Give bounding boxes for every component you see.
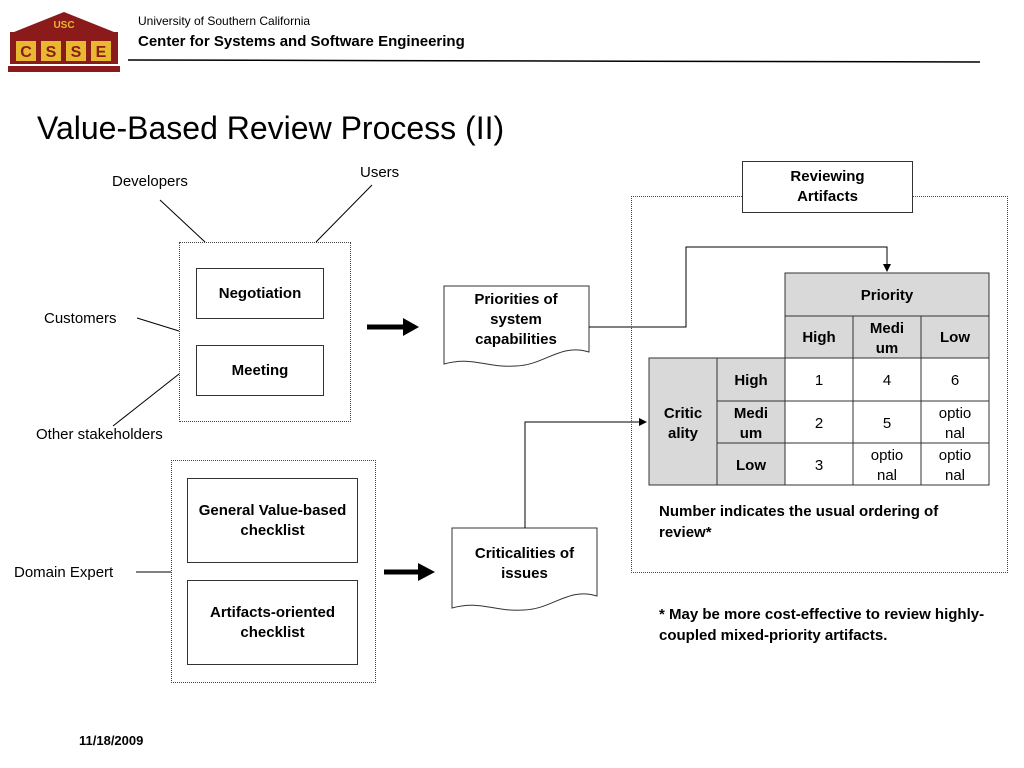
priority-header-text: Priority: [861, 287, 914, 304]
priorities-text: Priorities of system capabilities: [474, 291, 558, 348]
matrix-cell-1-2: [852, 357, 922, 402]
matrix-value-2-3-a: optio: [939, 405, 972, 422]
priority-col-medium-text-b: um: [876, 340, 899, 357]
negotiation-box: Negotiation: [196, 268, 324, 319]
matrix-value-2-2: 5: [883, 415, 891, 432]
stakeholder-activities-group: [179, 242, 351, 422]
other-stakeholders-line: [112, 373, 180, 427]
slide-date: 11/18/2009: [79, 733, 144, 748]
criticality-row-low-text: Low: [736, 457, 766, 474]
criticalities-connector: [524, 418, 647, 528]
matrix-cell-2-2: [852, 400, 922, 444]
logo-usc-text: USC: [53, 20, 74, 31]
university-name: University of Southern California: [138, 14, 311, 28]
reviewing-artifacts-box: Reviewing Artifacts: [742, 161, 913, 213]
matrix-value-1-1: 1: [815, 372, 823, 389]
slide-title: Value-Based Review Process (II): [37, 110, 505, 146]
matrix-cell-2-1: [784, 400, 854, 444]
matrix-cell-3-3: [920, 442, 990, 486]
arrow-head-criticalities: [418, 563, 435, 581]
footnote: * May be more cost-effective to review h…: [659, 606, 985, 644]
customers-line: [136, 317, 180, 332]
center-name: Center for Systems and Software Engineer…: [138, 33, 465, 50]
matrix-value-2-1: 2: [815, 415, 823, 432]
header-divider: [127, 59, 981, 63]
priorities-document: [443, 285, 590, 367]
other-stakeholders-label: Other stakeholders: [36, 426, 163, 443]
domain-expert-label: Domain Expert: [14, 564, 114, 581]
general-checklist-box: General Value-based checklist: [187, 478, 358, 563]
priority-col-medium-text-a: Medi: [870, 320, 904, 337]
logo-letter-1: C: [20, 44, 32, 61]
criticality-row-medium-text-b: um: [740, 425, 763, 442]
priorities-connector: [589, 246, 891, 328]
developers-line: [159, 199, 206, 243]
csse-logo: USC C S S E: [8, 12, 120, 72]
priority-col-medium-cell: [852, 315, 922, 359]
arrow-head-priorities: [403, 318, 419, 336]
logo-letter-2: S: [46, 44, 57, 61]
matrix-value-3-2-b: nal: [877, 467, 897, 484]
criticalities-text: Criticalities of issues: [474, 545, 575, 582]
users-line: [315, 184, 373, 243]
matrix-value-3-2-a: optio: [871, 447, 904, 464]
matrix-cell-2-3: [920, 400, 990, 444]
criticality-header-text-a: Critic: [664, 405, 702, 422]
matrix-cell-1-3: [920, 357, 990, 402]
matrix-cell-3-2: [852, 442, 922, 486]
matrix-value-2-3-b: nal: [945, 425, 965, 442]
logo-letter-3: S: [71, 44, 82, 61]
artifacts-checklist-box: Artifacts-oriented checklist: [187, 580, 358, 665]
criticality-row-low-cell: [716, 442, 786, 486]
matrix-value-1-3: 6: [951, 372, 959, 389]
matrix-value-1-2: 4: [883, 372, 891, 389]
checklists-group: [171, 460, 376, 683]
matrix-value-3-3-a: optio: [939, 447, 972, 464]
criticalities-document: [451, 527, 598, 611]
criticality-header-cell: [648, 357, 718, 486]
criticality-header-text-b: ality: [668, 425, 699, 442]
meeting-box: Meeting: [196, 345, 324, 396]
priority-col-high-text: High: [802, 329, 835, 346]
ordering-note: Number indicates the usual ordering of r…: [659, 503, 939, 541]
developers-label: Developers: [112, 173, 188, 190]
users-label: Users: [360, 164, 400, 181]
matrix-value-3-3-b: nal: [945, 467, 965, 484]
criticality-row-high-text: High: [734, 372, 767, 389]
criticality-row-medium-text-a: Medi: [734, 405, 768, 422]
matrix-value-3-1: 3: [815, 457, 823, 474]
matrix-cell-3-1: [784, 442, 854, 486]
priority-header-cell: [784, 272, 990, 317]
logo-letter-4: E: [96, 44, 107, 61]
priority-col-low-text: Low: [940, 329, 970, 346]
customers-label: Customers: [44, 310, 117, 327]
